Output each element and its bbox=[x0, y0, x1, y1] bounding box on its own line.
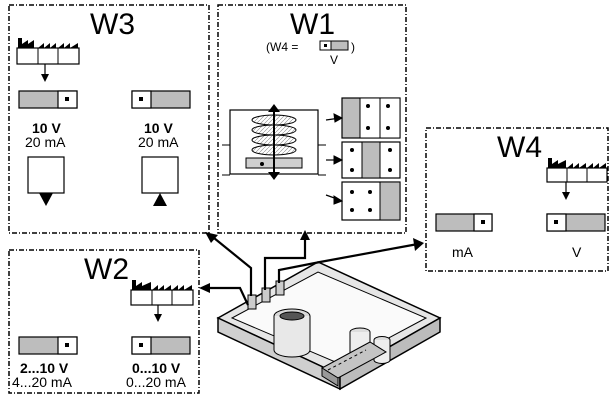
panel-w1-title: W1 bbox=[290, 8, 335, 41]
w3-right-current: 20 mA bbox=[138, 134, 179, 150]
w1-note-prefix: (W4 = bbox=[266, 40, 299, 54]
dip-switch-block-3 bbox=[341, 181, 401, 221]
w4-right-label: V bbox=[572, 244, 582, 260]
relay-board bbox=[222, 104, 326, 180]
w2-left-range-current: 4...20 mA bbox=[12, 374, 72, 390]
switch-w4-left bbox=[435, 213, 493, 232]
dip-switch-block-2 bbox=[341, 141, 401, 179]
factory-icon-w3 bbox=[16, 38, 80, 82]
w4-left-label: mA bbox=[452, 244, 473, 260]
panel-w4-title: W4 bbox=[497, 131, 542, 164]
connector-arrows bbox=[205, 236, 419, 306]
w2-right-range-current: 0...20 mA bbox=[126, 374, 186, 390]
panel-w2-border bbox=[8, 249, 200, 394]
switch-w2-left bbox=[18, 336, 78, 355]
panel-w1-border bbox=[217, 4, 407, 234]
w2-left-range-voltage: 2...10 V bbox=[20, 360, 69, 376]
panel-w3-border bbox=[8, 4, 210, 234]
panel-w2-title: W2 bbox=[84, 253, 129, 286]
panel-w4-border bbox=[425, 127, 609, 272]
dip-switch-block-1 bbox=[341, 97, 401, 139]
valve-w3-up bbox=[141, 156, 179, 206]
w3-left-voltage: 10 V bbox=[32, 120, 61, 136]
w1-note-unit: V bbox=[330, 53, 339, 67]
factory-icon-w2 bbox=[130, 280, 194, 322]
w2-right-range-voltage: 0...10 V bbox=[132, 360, 181, 376]
connector-arrowheads bbox=[199, 230, 424, 293]
w3-right-voltage: 10 V bbox=[144, 120, 173, 136]
switch-w3-right bbox=[131, 90, 191, 109]
switch-w4-right bbox=[546, 213, 606, 232]
w3-left-current: 20 mA bbox=[25, 134, 66, 150]
valve-w3-down bbox=[27, 156, 65, 206]
switch-w2-right bbox=[131, 336, 191, 355]
device-housing bbox=[216, 261, 442, 391]
switch-w3-left bbox=[18, 90, 78, 109]
factory-icon-w4 bbox=[546, 158, 608, 200]
w1-note-suffix: ) bbox=[351, 40, 355, 54]
w1-pointer-arrows bbox=[325, 113, 344, 205]
panel-w3-title: W3 bbox=[90, 8, 135, 41]
mini-switch-icon-w1 bbox=[319, 40, 349, 51]
